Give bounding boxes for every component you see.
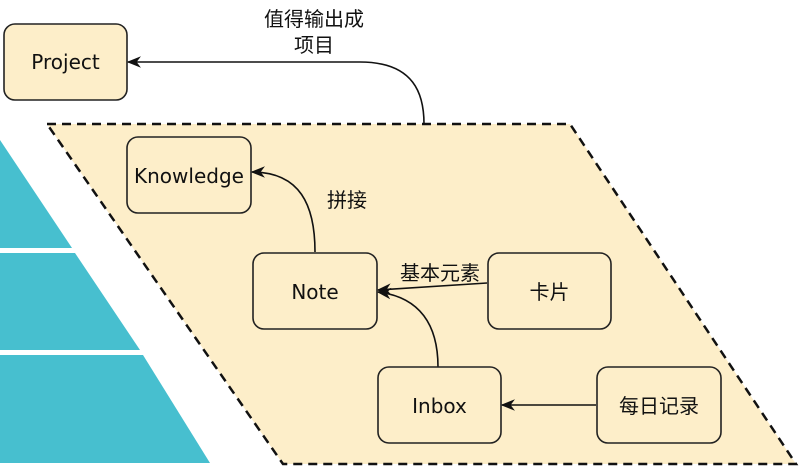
pyramid-top-tier <box>0 140 72 248</box>
node-note-label: Note <box>291 280 338 304</box>
node-project-label: Project <box>31 50 100 74</box>
edge-note-to-knowledge <box>250 166 316 253</box>
node-daily[interactable]: 每日记录 <box>596 366 722 444</box>
edge-label-to-note: 基本元素 <box>400 261 480 285</box>
node-card[interactable]: 卡片 <box>487 252 612 330</box>
node-note[interactable]: Note <box>252 252 378 330</box>
node-project[interactable]: Project <box>3 23 128 101</box>
node-knowledge[interactable]: Knowledge <box>126 136 252 214</box>
node-inbox[interactable]: Inbox <box>377 366 502 444</box>
node-inbox-label: Inbox <box>412 394 467 418</box>
pyramid <box>0 140 210 463</box>
edge-label-to-project-line1: 值得输出成 <box>264 7 364 31</box>
edge-label-to-knowledge: 拼接 <box>327 188 367 212</box>
edge-inbox-to-note <box>376 287 439 368</box>
edge-label-to-project-line2: 项目 <box>294 33 334 57</box>
pyramid-middle-tier <box>0 253 140 350</box>
pyramid-bottom-tier <box>0 355 210 463</box>
node-card-label: 卡片 <box>530 280 570 304</box>
node-daily-label: 每日记录 <box>619 394 699 418</box>
node-knowledge-label: Knowledge <box>134 164 244 188</box>
edge-card-to-note <box>376 282 488 295</box>
edge-label-bg <box>268 4 374 30</box>
edge-plane-to-project <box>126 56 425 125</box>
